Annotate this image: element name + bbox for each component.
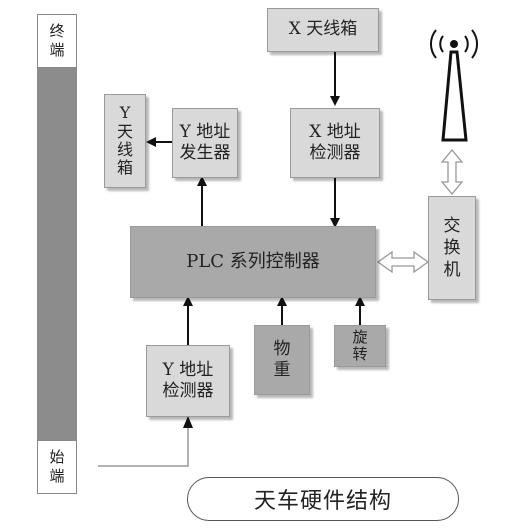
x-address-detector-box: X 地址 检测器	[290, 108, 380, 178]
antenna-icon	[429, 29, 479, 142]
switch-box: 交 换 机	[428, 196, 476, 300]
y-address-detector-box: Y 地址 检测器	[146, 345, 230, 417]
y-antenna-box: Y 天 线 箱	[104, 94, 146, 188]
y-address-generator-box: Y 地址 发生器	[172, 108, 238, 178]
rotate-box: 旋 转	[334, 325, 386, 367]
plc-controller-box: PLC 系列控制器	[130, 226, 376, 298]
rail-start-label: 始 端	[37, 440, 77, 494]
diagram-caption: 天车硬件结构	[187, 477, 459, 521]
weight-box: 物 重	[254, 325, 310, 395]
rail-bar	[37, 68, 77, 440]
x-antenna-box: X 天线箱	[267, 8, 379, 52]
arrow-plc-switch-bidirectional	[376, 250, 430, 274]
arrow-antenna-switch-bidirectional	[440, 148, 464, 196]
rail-end-label: 终 端	[37, 14, 77, 68]
line-start-to-ydetector	[98, 418, 189, 467]
